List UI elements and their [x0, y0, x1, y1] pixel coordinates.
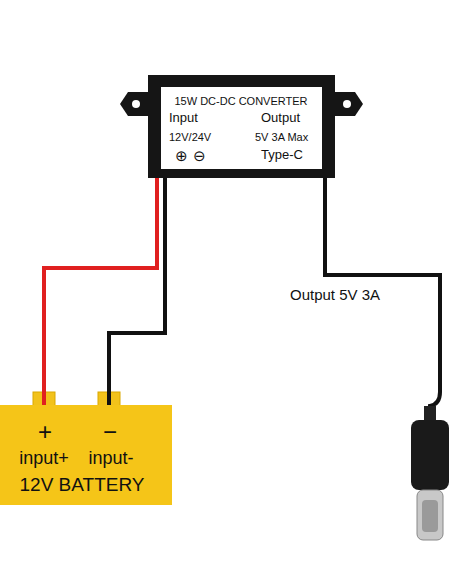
plug-connector-inner — [422, 500, 438, 532]
product-title: 15W DC-DC CONVERTER — [174, 95, 307, 107]
strain-relief — [424, 406, 436, 422]
cable-label: Output 5V 3A — [288, 287, 382, 304]
input-label: Input — [169, 111, 198, 125]
mounting-tab — [120, 92, 148, 116]
terminal-label: input+ — [19, 449, 69, 469]
power-wire — [44, 178, 157, 405]
output-label: Output — [261, 111, 300, 125]
terminal-symbol: − — [103, 419, 117, 445]
power-wire — [109, 178, 165, 405]
plug-connector — [417, 490, 443, 540]
polarity-symbol: ⊕ — [175, 148, 188, 165]
terminal-symbol: + — [38, 419, 52, 445]
battery-label: 12V BATTERY — [20, 475, 145, 496]
terminal-label: input- — [88, 449, 133, 469]
mounting-hole — [343, 100, 351, 108]
battery: + − input+ input- 12V BATTERY — [0, 405, 172, 505]
mounting-hole — [132, 100, 140, 108]
input-voltage: 12V/24V — [169, 131, 211, 143]
connector-type: Type-C — [261, 148, 303, 162]
plug-body — [411, 420, 449, 490]
mounting-tab — [335, 92, 363, 116]
polarity-symbol: ⊖ — [193, 148, 206, 165]
output-rating: 5V 3A Max — [255, 131, 308, 143]
